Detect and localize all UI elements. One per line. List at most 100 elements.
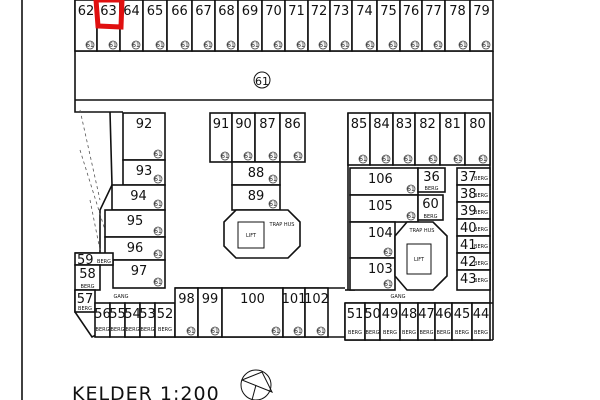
room-91[interactable]: 91 61 <box>209 112 233 163</box>
ref-circle-icon <box>180 40 190 50</box>
room-number: 66 <box>171 4 188 19</box>
room-number: 91 <box>213 117 230 132</box>
room-number: 60 <box>422 197 439 212</box>
ref-circle-icon <box>268 199 278 209</box>
room-number: 81 <box>444 117 461 132</box>
ref-circle-icon <box>153 199 163 209</box>
storage-label: BERG <box>455 330 469 336</box>
room-ref: 61 <box>86 42 94 49</box>
room-ref: 61 <box>359 156 367 163</box>
room-ref: 61 <box>482 42 490 49</box>
plan-title: KELDER 1:200 <box>72 383 220 400</box>
storage-label: BERG <box>420 330 434 336</box>
room-number: 56 <box>94 307 111 322</box>
room-ref: 61 <box>341 42 349 49</box>
room-outline <box>74 289 96 313</box>
room-ref: 61 <box>294 328 302 335</box>
room-outline <box>279 112 306 163</box>
room-ref: 61 <box>429 156 437 163</box>
ref-circle-icon <box>153 226 163 236</box>
room-number: 89 <box>248 189 265 204</box>
room-number: 104 <box>368 226 393 241</box>
room-ref: 61 <box>479 156 487 163</box>
room-number: 63 <box>100 4 117 19</box>
lift-core-center: LIFT TRAP HUS <box>223 209 301 259</box>
room-ref: 61 <box>269 176 277 183</box>
room-ref: 61 <box>459 42 467 49</box>
room-number: 37 <box>460 170 477 185</box>
room-outline <box>417 194 444 221</box>
storage-label: BERG <box>474 261 488 267</box>
room-number: 100 <box>240 292 265 307</box>
room-ref: 61 <box>221 153 229 160</box>
room-ref: 61 <box>154 176 162 183</box>
